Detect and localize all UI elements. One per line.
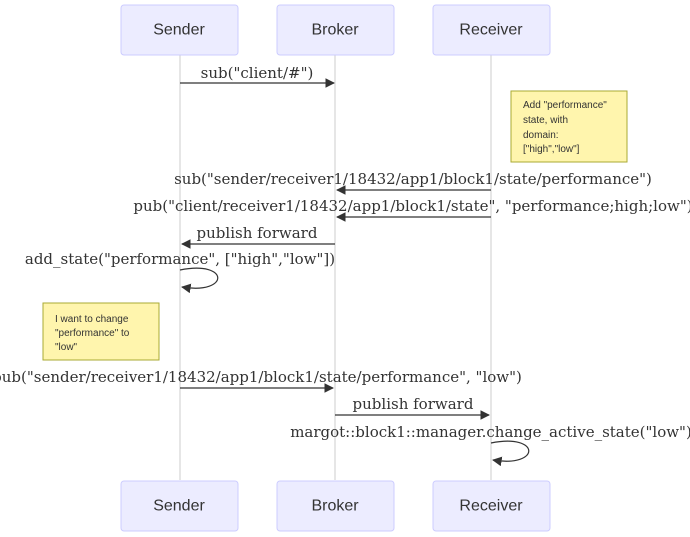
broker-actor-label: Broker	[311, 498, 359, 515]
sender-actor-top: Sender	[120, 4, 239, 56]
self-message-arrow	[179, 267, 219, 294]
receiver-note: Add "performance" state, with domain: ["…	[510, 90, 628, 163]
broker-actor-label: Broker	[311, 22, 359, 39]
message-label: publish forward	[353, 395, 474, 413]
note-line: ["high","low"]	[523, 144, 580, 155]
receiver-actor-bottom: Receiver	[432, 480, 551, 532]
self-message-arrow	[490, 440, 530, 467]
message-label: sub("sender/receiver1/18432/app1/block1/…	[174, 170, 652, 188]
message-label: publish forward	[197, 224, 318, 242]
receiver-actor-label: Receiver	[459, 498, 523, 515]
sender-actor-bottom: Sender	[120, 480, 239, 532]
note-line: "low"	[55, 342, 78, 353]
message-label: pub("sender/receiver1/18432/app1/block1/…	[0, 368, 522, 386]
receiver-actor-label: Receiver	[459, 22, 523, 39]
broker-actor-top: Broker	[276, 4, 395, 56]
message-label: margot::block1::manager.change_active_st…	[290, 423, 690, 441]
receiver-actor-top: Receiver	[432, 4, 551, 56]
note-line: "performance" to	[55, 328, 130, 339]
sender-actor-label: Sender	[153, 498, 205, 515]
sender-note: I want to change "performance" to "low"	[42, 302, 160, 361]
message-label: add_state("performance", ["high","low"])	[25, 250, 335, 268]
note-line: state, with	[523, 115, 568, 126]
message-label: sub("client/#")	[201, 64, 314, 82]
note-line: I want to change	[55, 314, 129, 325]
note-line: domain:	[523, 130, 559, 141]
message-label: pub("client/receiver1/18432/app1/block1/…	[133, 197, 690, 215]
broker-actor-bottom: Broker	[276, 480, 395, 532]
sender-actor-label: Sender	[153, 22, 205, 39]
note-line: Add "performance"	[523, 100, 607, 111]
